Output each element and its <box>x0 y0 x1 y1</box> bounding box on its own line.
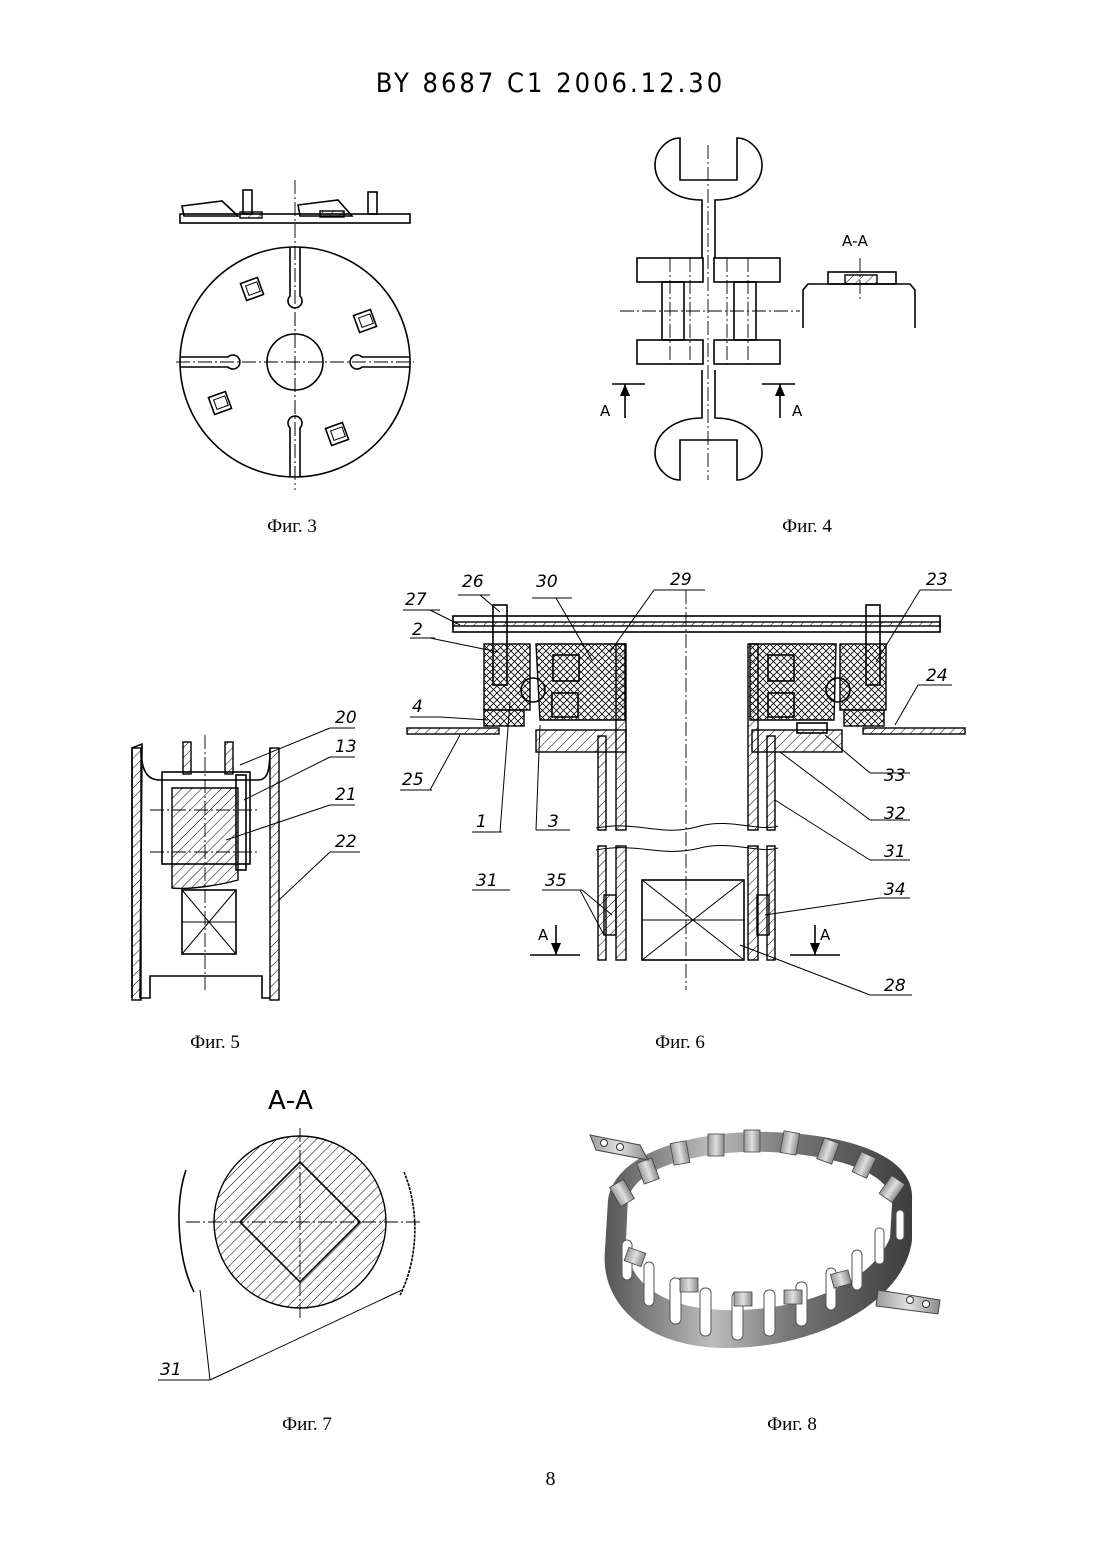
fig4-wrench <box>612 138 800 480</box>
fig5-label-13: 13 <box>335 737 357 757</box>
fig4-section-mark-right: А <box>792 402 802 420</box>
fig7-section-title: А-А <box>268 1086 313 1116</box>
fig6-label-33: 33 <box>884 766 906 786</box>
fig4-section-mark-left: А <box>600 402 610 420</box>
fig7-label-31: 31 <box>160 1360 182 1380</box>
fig7-caption: Фиг. 7 <box>227 1414 387 1436</box>
fig6-label-26: 26 <box>462 572 484 592</box>
fig6-section-mark-left: А <box>538 926 548 944</box>
fig6-label-4: 4 <box>412 697 423 717</box>
fig6-label-29: 29 <box>670 570 692 590</box>
fig6-label-27: 27 <box>405 590 427 610</box>
fig6-label-34: 34 <box>884 880 906 900</box>
fig6-section-mark-right: А <box>820 926 830 944</box>
fig4-caption: Фиг. 4 <box>727 516 887 538</box>
fig6-label-32: 32 <box>884 804 906 824</box>
fig6-caption: Фиг. 6 <box>600 1032 760 1054</box>
fig5-drawing <box>132 728 360 1000</box>
fig6-label-2: 2 <box>412 620 423 640</box>
fig6-label-31-right: 31 <box>884 842 906 862</box>
fig6-label-23: 23 <box>926 570 948 590</box>
fig5-caption: Фиг. 5 <box>135 1032 295 1054</box>
fig5-label-21: 21 <box>335 785 357 805</box>
page-number: 8 <box>0 1468 1101 1491</box>
fig3-top-view <box>176 246 414 478</box>
fig6-label-24: 24 <box>926 666 948 686</box>
fig6-label-35: 35 <box>545 871 567 891</box>
fig6-label-31-left: 31 <box>476 871 498 891</box>
fig4-section-title: А-А <box>842 232 868 250</box>
fig5-label-20: 20 <box>335 708 357 728</box>
fig6-label-28: 28 <box>884 976 906 996</box>
fig6-label-3: 3 <box>548 812 559 832</box>
fig5-label-22: 22 <box>335 832 357 852</box>
fig7-drawing <box>158 1128 420 1380</box>
fig6-drawing <box>400 590 965 995</box>
fig6-label-25: 25 <box>402 770 424 790</box>
fig3-caption: Фиг. 3 <box>212 516 372 538</box>
fig4-section-view <box>803 258 915 328</box>
fig8-ring-image <box>582 1118 954 1383</box>
fig6-label-30: 30 <box>536 572 558 592</box>
fig6-label-1: 1 <box>476 812 487 832</box>
fig8-caption: Фиг. 8 <box>712 1414 872 1436</box>
